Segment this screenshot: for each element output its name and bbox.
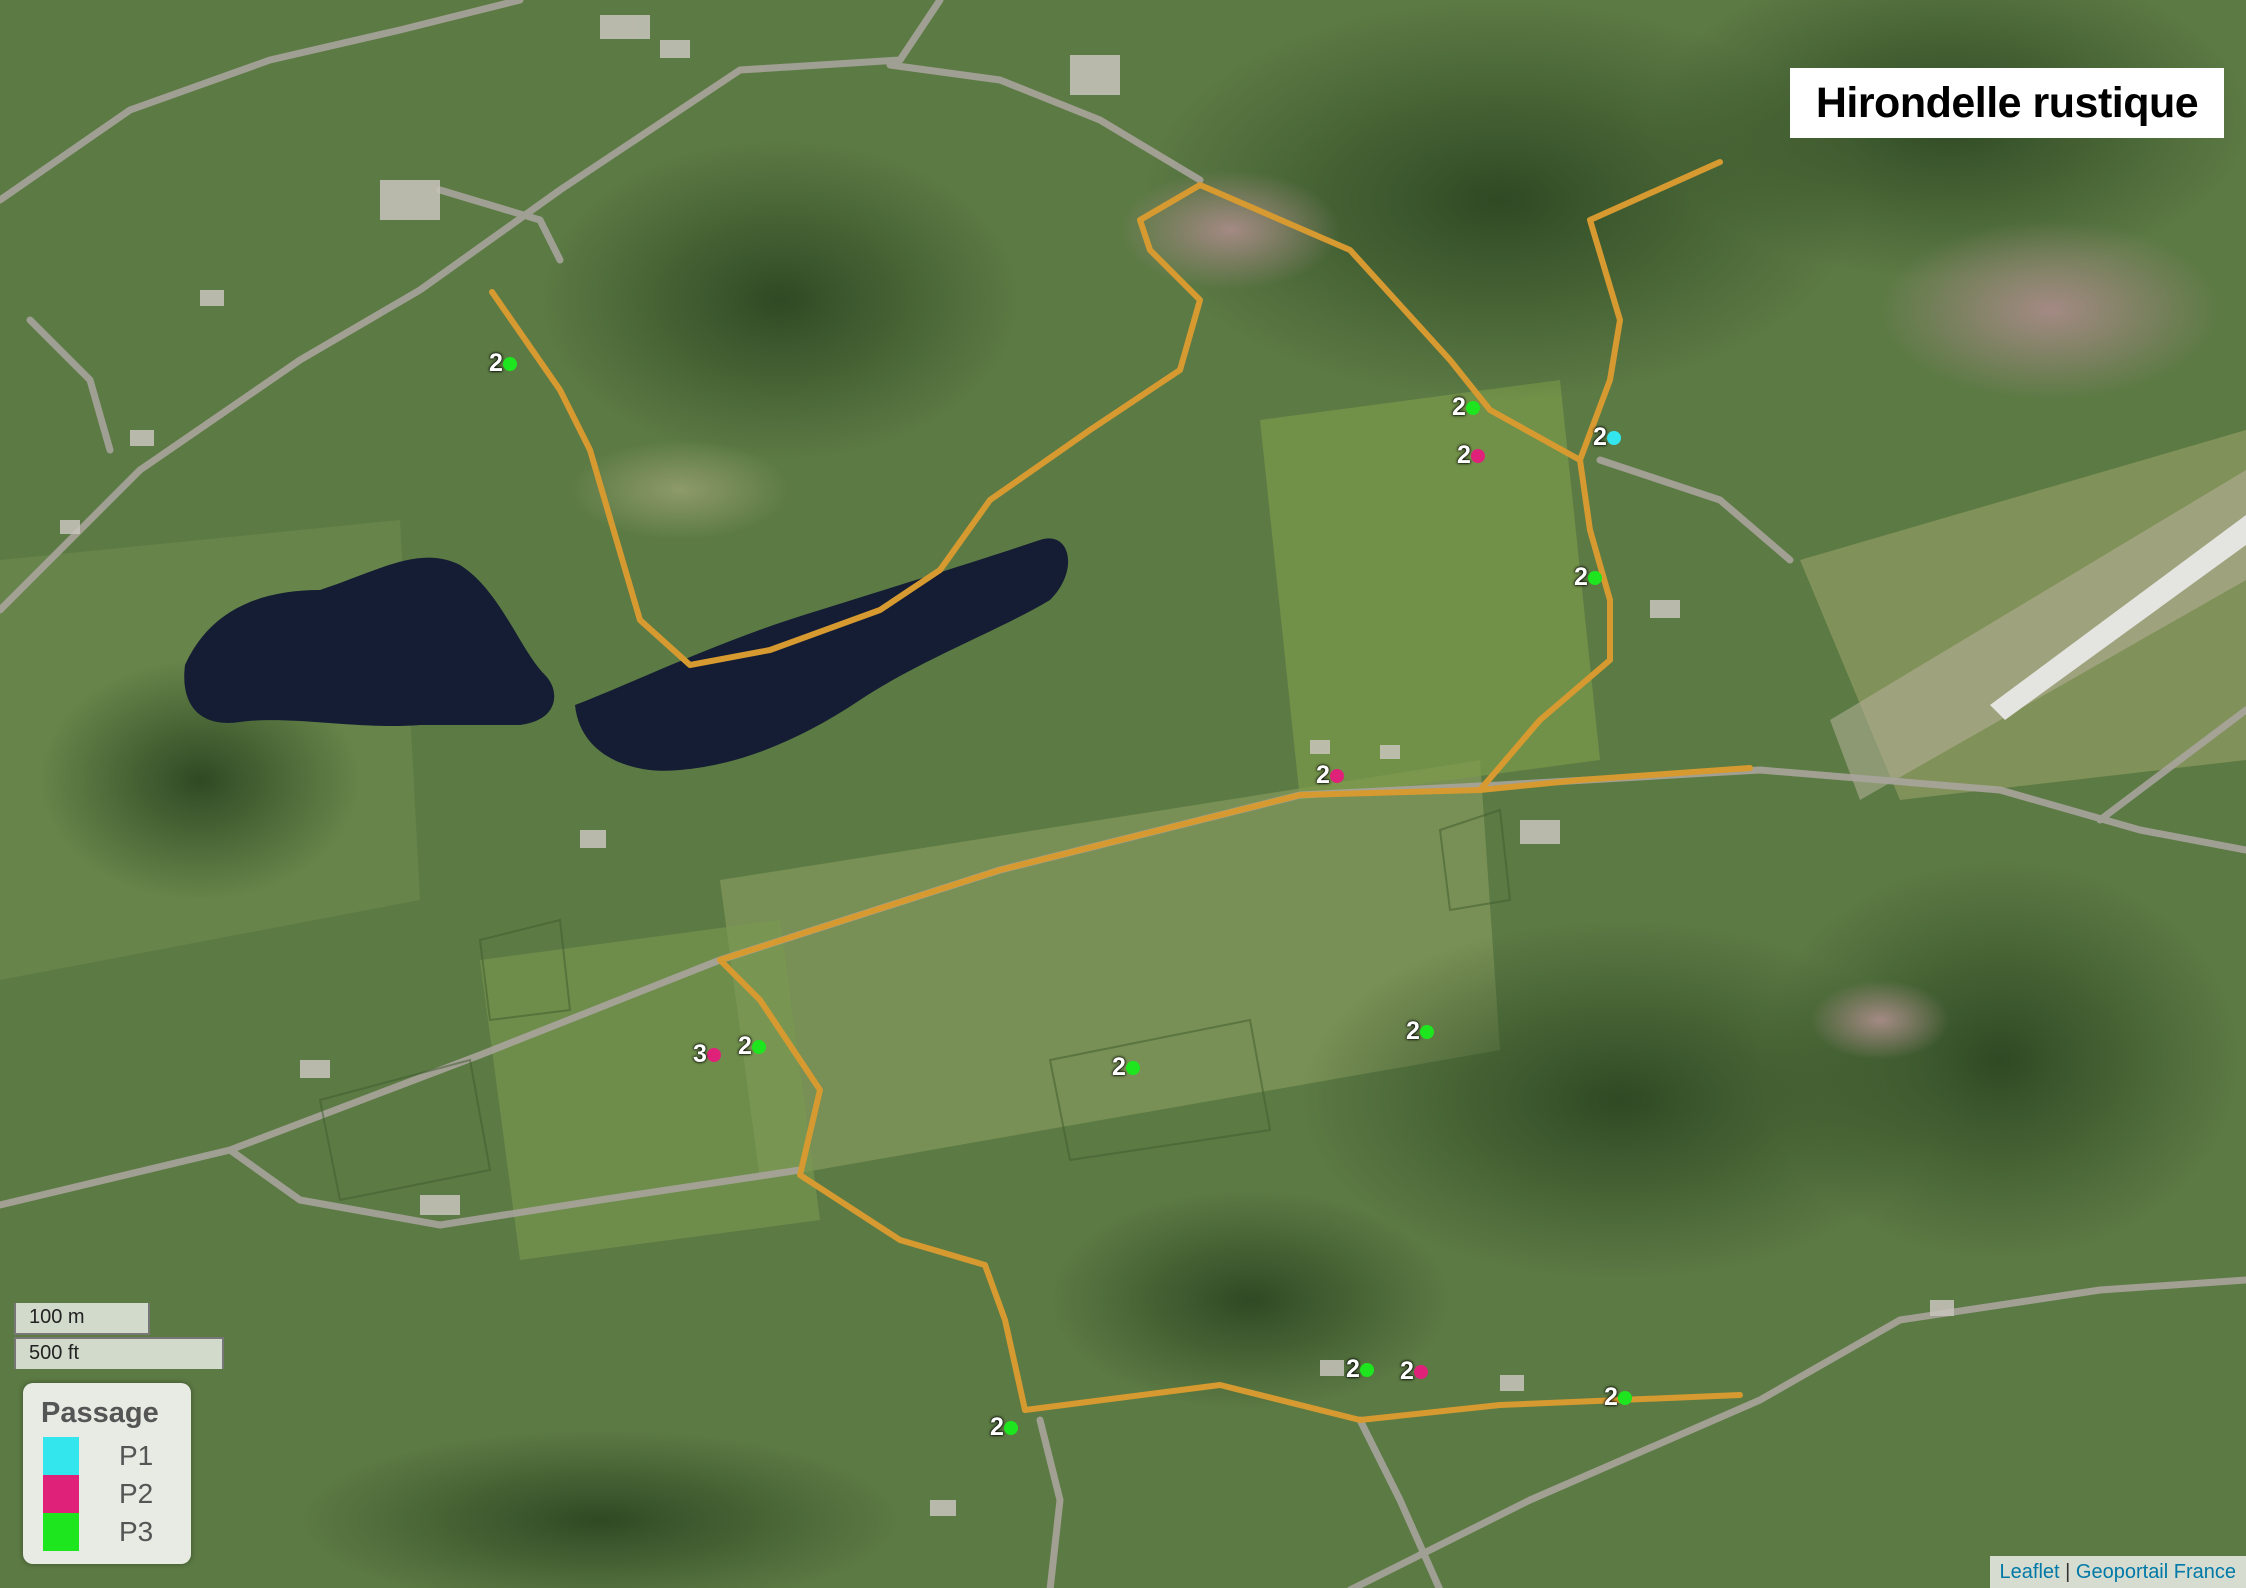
marker-count[interactable]: 2 xyxy=(1112,1053,1126,1081)
marker-count[interactable]: 2 xyxy=(1452,393,1466,421)
marker-count[interactable]: 2 xyxy=(1346,1355,1360,1383)
scale-bar-imperial: 500 ft xyxy=(14,1337,224,1369)
marker-dot-p3[interactable] xyxy=(1588,571,1602,585)
marker-dot-p3[interactable] xyxy=(503,357,517,371)
marker-dot-p3[interactable] xyxy=(1360,1363,1374,1377)
legend-label-p1: P1 xyxy=(119,1440,154,1471)
marker-dot-p3[interactable] xyxy=(752,1040,766,1054)
marker-dot-p1[interactable] xyxy=(1607,431,1621,445)
marker-count[interactable]: 2 xyxy=(1406,1017,1420,1045)
marker-dot-p3[interactable] xyxy=(1618,1391,1632,1405)
marker-count[interactable]: 2 xyxy=(489,349,503,377)
attribution-separator: | xyxy=(2059,1560,2076,1583)
legend-panel: Passage P1 P2 P3 xyxy=(23,1383,191,1564)
leaflet-link[interactable]: Leaflet xyxy=(1999,1560,2060,1583)
legend-swatch-p3 xyxy=(43,1513,79,1551)
marker-count[interactable]: 3 xyxy=(693,1040,707,1068)
map-attribution: Leaflet | Geoportail France xyxy=(1989,1556,2246,1588)
legend-item-p2: P2 xyxy=(43,1475,153,1513)
legend-swatch-p1 xyxy=(43,1437,79,1475)
legend-label-p3: P3 xyxy=(119,1516,154,1547)
marker-dot-p2[interactable] xyxy=(1414,1365,1428,1379)
marker-count[interactable]: 2 xyxy=(1400,1357,1414,1385)
marker-count[interactable]: 2 xyxy=(738,1032,752,1060)
marker-dot-p2[interactable] xyxy=(1330,769,1344,783)
marker-dot-p2[interactable] xyxy=(1471,449,1485,463)
marker-dot-p3[interactable] xyxy=(1420,1025,1434,1039)
marker-count[interactable]: 2 xyxy=(1604,1383,1618,1411)
marker-count[interactable]: 2 xyxy=(990,1413,1004,1441)
marker-count[interactable]: 2 xyxy=(1316,761,1330,789)
scale-bar-metric: 100 m xyxy=(14,1303,150,1335)
map-title: Hirondelle rustique xyxy=(1790,68,2224,138)
marker-dot-p3[interactable] xyxy=(1466,401,1480,415)
geoportail-link[interactable]: Geoportail France xyxy=(2075,1560,2236,1583)
marker-dot-p3[interactable] xyxy=(1126,1061,1140,1075)
marker-dot-p3[interactable] xyxy=(1004,1421,1018,1435)
marker-count[interactable]: 2 xyxy=(1593,423,1607,451)
legend-swatch-p2 xyxy=(43,1475,79,1513)
legend-item-p3: P3 xyxy=(43,1513,153,1551)
legend-title: Passage xyxy=(41,1397,159,1429)
legend-item-p1: P1 xyxy=(43,1437,153,1475)
marker-dot-p2[interactable] xyxy=(707,1048,721,1062)
legend-label-p2: P2 xyxy=(119,1478,154,1509)
marker-count[interactable]: 2 xyxy=(1457,441,1471,469)
marker-count[interactable]: 2 xyxy=(1574,563,1588,591)
